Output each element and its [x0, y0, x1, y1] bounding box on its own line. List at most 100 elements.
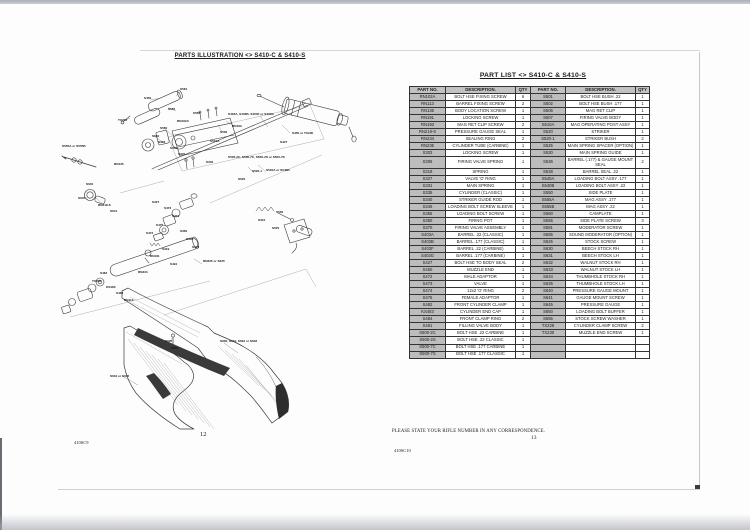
stock-hatching [125, 296, 283, 430]
part-no-cell: S500-2S [409, 336, 446, 345]
qty-cell: 1 [515, 301, 531, 310]
description-cell: SIDE PLATE [565, 189, 636, 198]
callout-lines [95, 90, 291, 386]
description-cell: LOADING BOLT SCREW [445, 210, 516, 219]
diagram-label: RN219-S [98, 203, 111, 207]
part-no-cell [530, 343, 566, 352]
part-no-cell: S501 [530, 93, 566, 102]
qty-cell: 1 [515, 217, 531, 226]
description-cell: MAG RET CLIP [565, 107, 636, 116]
qty-cell: 6 [515, 93, 531, 102]
diagram-label: S510A [210, 139, 220, 143]
part-no-cell: S484 [409, 315, 446, 324]
description-cell: MAG OPERATING POST ASSY [565, 121, 636, 130]
diagram-label: RN235 or S335 [203, 259, 225, 263]
description-cell: BOLT HSE .177 CARBINE [445, 343, 516, 352]
qty-cell: 1 [635, 238, 650, 247]
diagram-label: S306 [186, 237, 194, 241]
qty-cell: 1 [635, 168, 650, 177]
description-cell: BARREL FIXING SCREW [445, 100, 516, 109]
rifle-number-note: PLEASE STATE YOUR RIFLE NUMBER IN ANY CO… [392, 429, 546, 434]
diagram-label: S655 [171, 346, 179, 350]
diagram-label: S520 [238, 177, 246, 181]
description-cell: MAIN SPRING SPACER (OPTION) [565, 142, 636, 151]
diagram-label: S360 [180, 229, 188, 233]
description-cell: MAIN SPRING [445, 182, 516, 191]
part-no-cell: TX228 [530, 322, 566, 331]
qty-cell: 1 [515, 308, 531, 317]
description-cell: BOLT HSE FIXING SCREW [445, 93, 516, 102]
qty-cell: 1 [515, 280, 531, 289]
description-cell: BOLT HSE BUSH .177 [565, 100, 636, 109]
diagram-label: S319 [162, 247, 170, 251]
part-no-cell: RN193 [409, 121, 446, 130]
diagram-label: S506 [220, 130, 228, 134]
description-cell: BOLT HSE TO BODY SEAL [445, 259, 516, 268]
qty-cell: 1 [515, 266, 531, 275]
description-cell: WALNUT STOCK RH [565, 259, 636, 268]
part-no-cell: S525 [530, 142, 566, 151]
diagram-label: S450 [144, 96, 152, 100]
qty-cell: 1 [635, 294, 650, 303]
qty-cell: 1 [515, 203, 531, 212]
diagram-label: S500-2C, S500-7C, S500-2S or S500-7S [228, 155, 285, 159]
diagram-label: S473 [164, 206, 172, 210]
description-cell: VALVE 'O' RING [445, 175, 516, 184]
qty-cell: 1 [515, 182, 531, 191]
qty-cell: 1 [515, 350, 531, 359]
qty-cell: 2 [515, 121, 531, 130]
qty-cell: 1 [635, 149, 650, 158]
diagram-label: S560 [152, 134, 160, 138]
qty-cell: 1 [515, 245, 531, 254]
qty-cell: 1 [635, 224, 650, 233]
column-header: DESCRIPTION. [565, 85, 636, 95]
qty-cell: 2 [515, 315, 531, 324]
part-no-cell: S581 [530, 224, 566, 233]
part-no-cell: S340 [409, 196, 446, 205]
qty-cell: 2 [515, 259, 531, 268]
part-no-cell: RN135 [409, 107, 446, 116]
part-no-cell: S319 [409, 168, 446, 177]
part-no-cell: S655 [530, 315, 566, 324]
qty-cell: 1 [635, 189, 650, 198]
part-no-cell: S632 [530, 259, 566, 268]
qty-cell: 1 [635, 203, 650, 212]
part-no-cell: S403F [409, 245, 446, 254]
right-page-code: 410SC10 [394, 448, 411, 453]
diagram-label: KS483 [106, 285, 116, 289]
part-no-cell: S355 [409, 210, 446, 219]
part-no-cell: S403B [409, 238, 446, 247]
qty-cell: 1 [635, 280, 650, 289]
qty-cell: 1 [635, 175, 650, 184]
description-cell: MUZZLE END [445, 266, 516, 275]
qty-cell: 1 [515, 224, 531, 233]
part-no-cell: S500-2C [409, 329, 446, 338]
diagram-label: TX228 [92, 279, 101, 283]
description-cell: FIRING VALVE ASSEMBLY [445, 224, 516, 233]
qty-cell: 1 [515, 156, 531, 170]
qty-cell: 1 [515, 196, 531, 205]
part-no-cell: S345 [409, 203, 446, 212]
qty-cell: 1 [515, 294, 531, 303]
diagram-label: S491 [170, 262, 178, 266]
part-no-cell: S500-7S [409, 350, 446, 359]
part-no-cell: KS483 [409, 308, 446, 317]
description-cell: BARREL .177 (CLASSIC) [445, 238, 516, 247]
part-no-cell: S473 [409, 280, 446, 289]
diagram-label: S634 or S635 [110, 374, 130, 378]
description-cell: GAUGE MOUNT SCREW [565, 294, 636, 303]
part-no-cell: S502 [530, 100, 566, 109]
qty-cell: 1 [635, 128, 650, 137]
part-no-cell: S565 [530, 217, 566, 226]
diagram-label: S345 [178, 152, 186, 156]
